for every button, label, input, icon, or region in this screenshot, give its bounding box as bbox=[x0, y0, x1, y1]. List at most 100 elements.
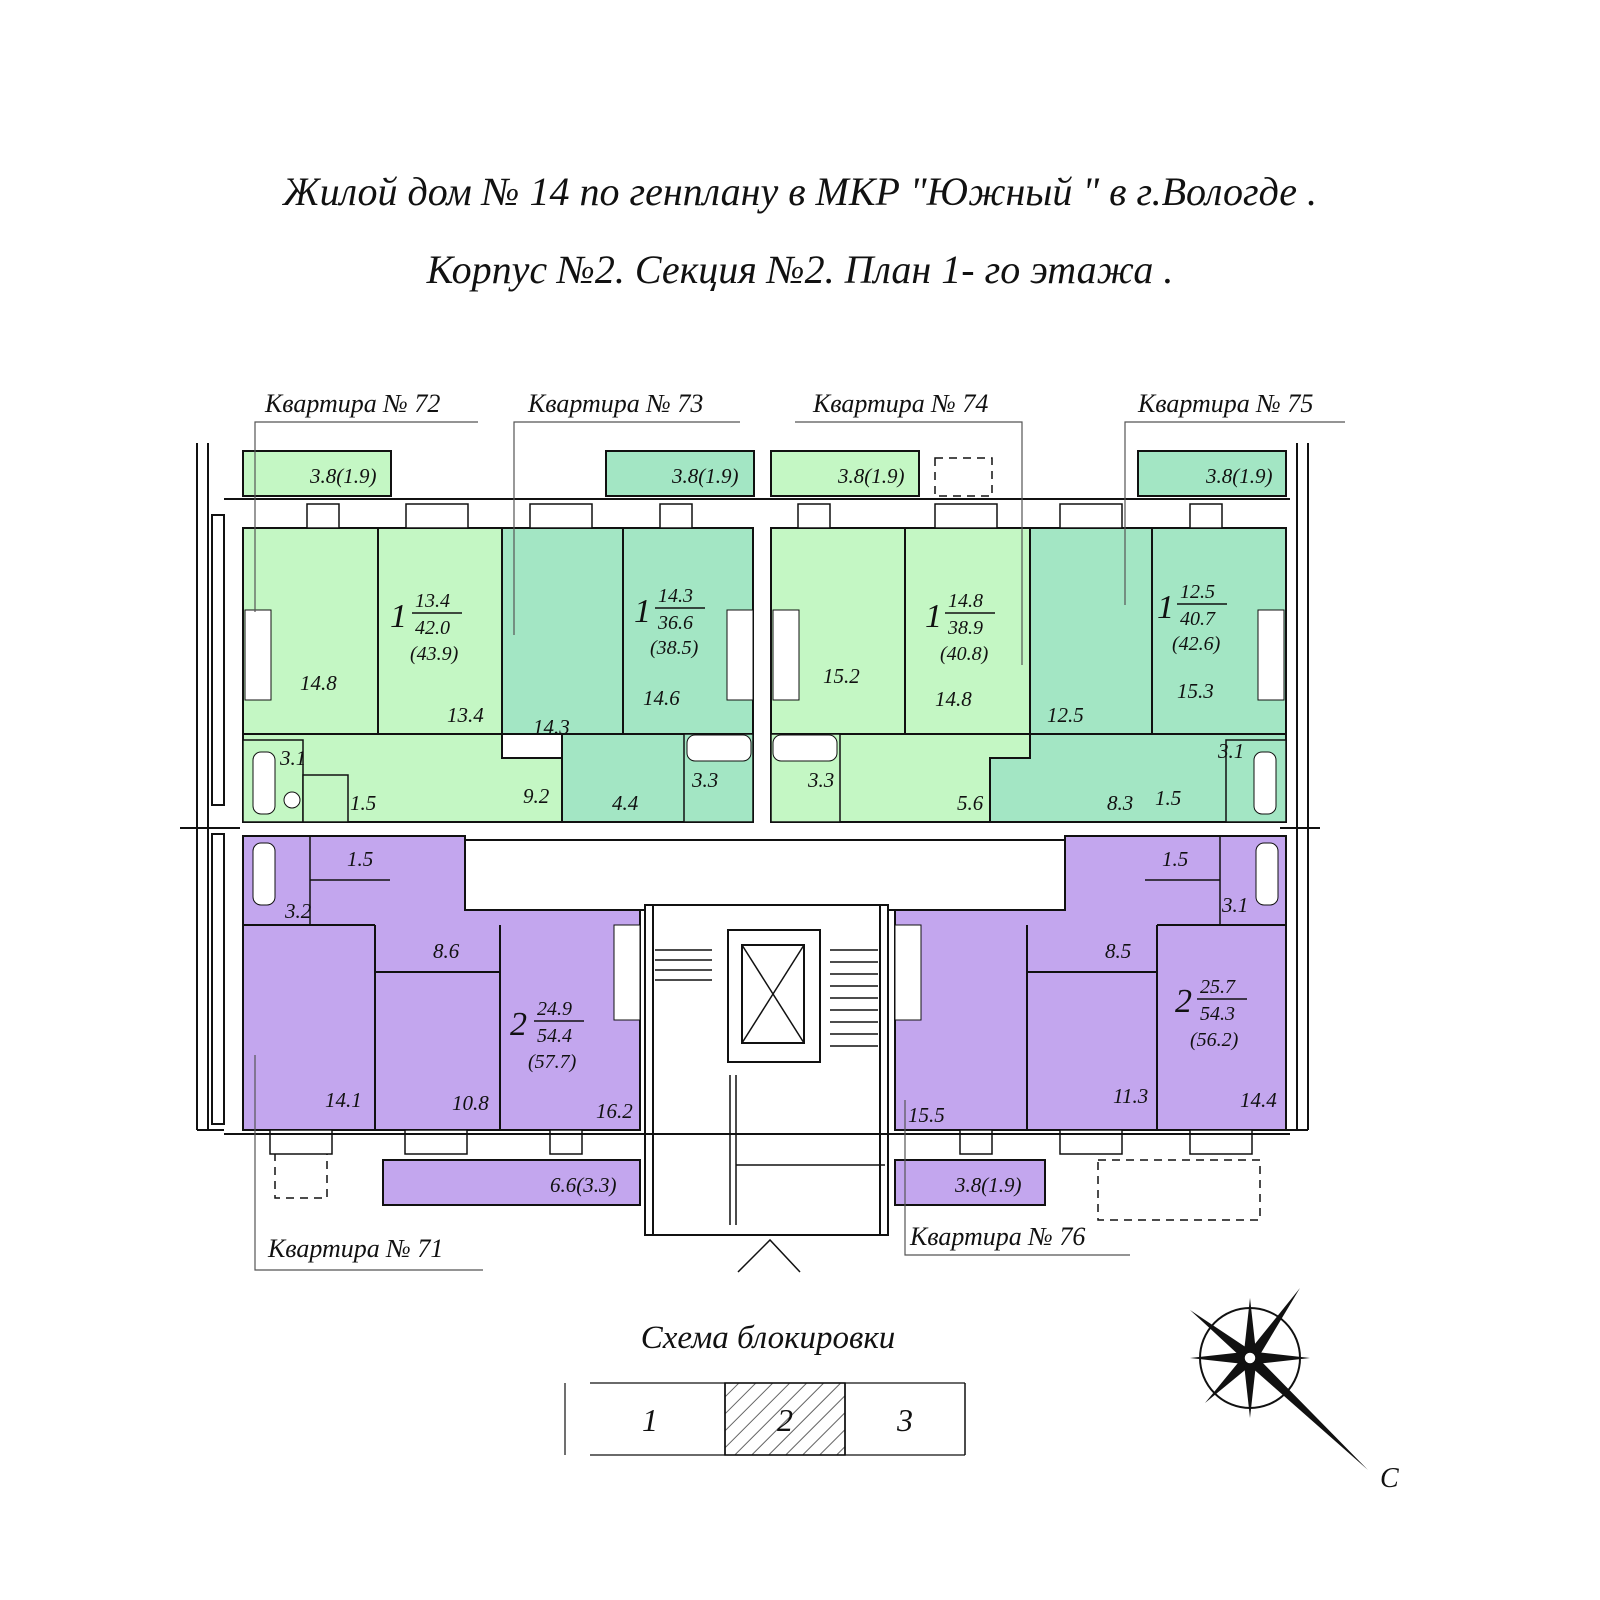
apartment-73[interactable] bbox=[501, 450, 755, 823]
living-area: 14.3 bbox=[658, 585, 693, 607]
hall-75 bbox=[989, 733, 1287, 823]
total-area: 54.4 bbox=[537, 1025, 572, 1047]
living-area: 24.9 bbox=[537, 998, 572, 1020]
room-area: 10.8 bbox=[452, 1091, 489, 1115]
stove-icon bbox=[894, 924, 922, 1021]
apartment-label: Квартира № 76 bbox=[909, 1222, 1085, 1251]
room-area: 1.5 bbox=[1162, 847, 1188, 871]
leader-lines bbox=[254, 421, 1345, 1271]
apartment-76[interactable] bbox=[894, 835, 1287, 1221]
total-area-with-balcony: (43.9) bbox=[410, 643, 459, 665]
room-area: 14.8 bbox=[300, 671, 337, 695]
room-count: 2 bbox=[510, 1006, 527, 1043]
balcony-outline-71 bbox=[274, 1142, 328, 1199]
sink-icon bbox=[283, 791, 301, 809]
balcony-72 bbox=[242, 450, 392, 497]
living-area: 12.5 bbox=[1180, 581, 1215, 603]
room-area: 13.4 bbox=[447, 703, 484, 727]
scheme-title: Схема блокировки bbox=[641, 1320, 896, 1356]
room-area: 11.3 bbox=[1113, 1084, 1148, 1108]
apartment-label: Квартира № 75 bbox=[1137, 389, 1313, 418]
bathtub-icon bbox=[1255, 842, 1279, 906]
room-area: 3.8(1.9) bbox=[309, 464, 377, 488]
room-area: 3.3 bbox=[807, 768, 834, 792]
room-area: 6.6(3.3) bbox=[550, 1173, 617, 1197]
room-area: 14.4 bbox=[1240, 1088, 1277, 1112]
total-area: 54.3 bbox=[1200, 1003, 1235, 1025]
windows-top bbox=[306, 503, 1223, 529]
total-area-with-balcony: (38.5) bbox=[650, 637, 699, 659]
loggia-71 bbox=[382, 1159, 641, 1206]
room-area: 4.4 bbox=[612, 791, 639, 815]
room-area: 8.6 bbox=[433, 939, 460, 963]
apartment-71[interactable] bbox=[242, 835, 641, 1206]
scheme-section-label: 1 bbox=[642, 1402, 658, 1438]
bathtub-icon bbox=[772, 734, 838, 762]
stove-icon bbox=[1257, 609, 1285, 701]
total-area-with-balcony: (56.2) bbox=[1190, 1029, 1239, 1051]
room-area: 14.6 bbox=[643, 686, 680, 710]
room-area: 12.5 bbox=[1047, 703, 1084, 727]
room-area: 1.5 bbox=[347, 847, 373, 871]
compass-rose-icon bbox=[1190, 1288, 1368, 1470]
living-area: 14.8 bbox=[948, 590, 983, 612]
balcony-76 bbox=[894, 1159, 1046, 1206]
scheme-section-label: 3 bbox=[896, 1402, 913, 1438]
room-75 bbox=[1029, 527, 1153, 735]
room-area: 3.8(1.9) bbox=[671, 464, 739, 488]
room-area: 3.8(1.9) bbox=[837, 464, 905, 488]
scheme-section-label: 2 bbox=[777, 1402, 793, 1438]
room-area: 15.2 bbox=[823, 664, 860, 688]
stove-icon bbox=[613, 924, 641, 1021]
total-area: 38.9 bbox=[947, 617, 983, 639]
balcony-73 bbox=[605, 450, 755, 497]
room-area: 1.5 bbox=[1155, 786, 1181, 810]
total-area: 42.0 bbox=[415, 617, 450, 639]
common-corridor bbox=[464, 839, 1066, 1273]
room-area: 3.3 bbox=[691, 768, 718, 792]
room-count: 1 bbox=[390, 598, 407, 635]
total-area-with-balcony: (42.6) bbox=[1172, 633, 1221, 655]
room-area: 14.3 bbox=[533, 715, 570, 739]
living-area: 25.7 bbox=[1200, 976, 1236, 998]
bathtub-icon bbox=[1253, 751, 1277, 815]
apartment-75[interactable] bbox=[989, 450, 1287, 823]
stair-steps bbox=[655, 949, 878, 1047]
balcony-74 bbox=[770, 450, 920, 497]
room-count: 1 bbox=[1157, 589, 1174, 626]
total-area: 40.7 bbox=[1180, 608, 1216, 630]
room-area: 14.1 bbox=[325, 1088, 362, 1112]
plan-title-line-1: Жилой дом № 14 по генплану в МКР "Южный … bbox=[282, 169, 1318, 214]
room-area: 14.8 bbox=[935, 687, 972, 711]
compass-north-letter: С bbox=[1380, 1463, 1399, 1494]
balcony-outline-76 bbox=[1097, 1159, 1261, 1221]
room-area: 15.5 bbox=[908, 1103, 945, 1127]
total-area: 36.6 bbox=[657, 612, 693, 634]
room-count: 1 bbox=[634, 593, 651, 630]
room-count: 1 bbox=[925, 598, 942, 635]
stove-icon bbox=[726, 609, 754, 701]
wc-72 bbox=[302, 774, 349, 823]
balcony-75 bbox=[1137, 450, 1287, 497]
plan-title-line-2: Корпус №2. Секция №2. План 1- го этажа . bbox=[426, 247, 1174, 292]
total-area-with-balcony: (57.7) bbox=[528, 1051, 577, 1073]
bathtub-icon bbox=[252, 842, 276, 906]
stove-icon bbox=[244, 609, 272, 701]
living-area: 13.4 bbox=[415, 590, 450, 612]
room-area: 3.8(1.9) bbox=[1205, 464, 1273, 488]
room-area: 8.3 bbox=[1107, 791, 1133, 815]
apartment-label: Квартира № 72 bbox=[264, 389, 440, 418]
balcony-outline-74 bbox=[934, 457, 993, 497]
apartment-76-body bbox=[894, 835, 1287, 1131]
room-area: 15.3 bbox=[1177, 679, 1214, 703]
apartment-72[interactable] bbox=[242, 450, 563, 823]
room-73 bbox=[501, 527, 624, 735]
room-area: 16.2 bbox=[596, 1099, 633, 1123]
room-area: 8.5 bbox=[1105, 939, 1131, 963]
room-area: 3.1 bbox=[1217, 739, 1244, 763]
room-area: 1.5 bbox=[350, 791, 376, 815]
room-area: 3.1 bbox=[1221, 893, 1248, 917]
blocking-scheme bbox=[564, 1382, 966, 1456]
bathtub-icon bbox=[686, 734, 752, 762]
